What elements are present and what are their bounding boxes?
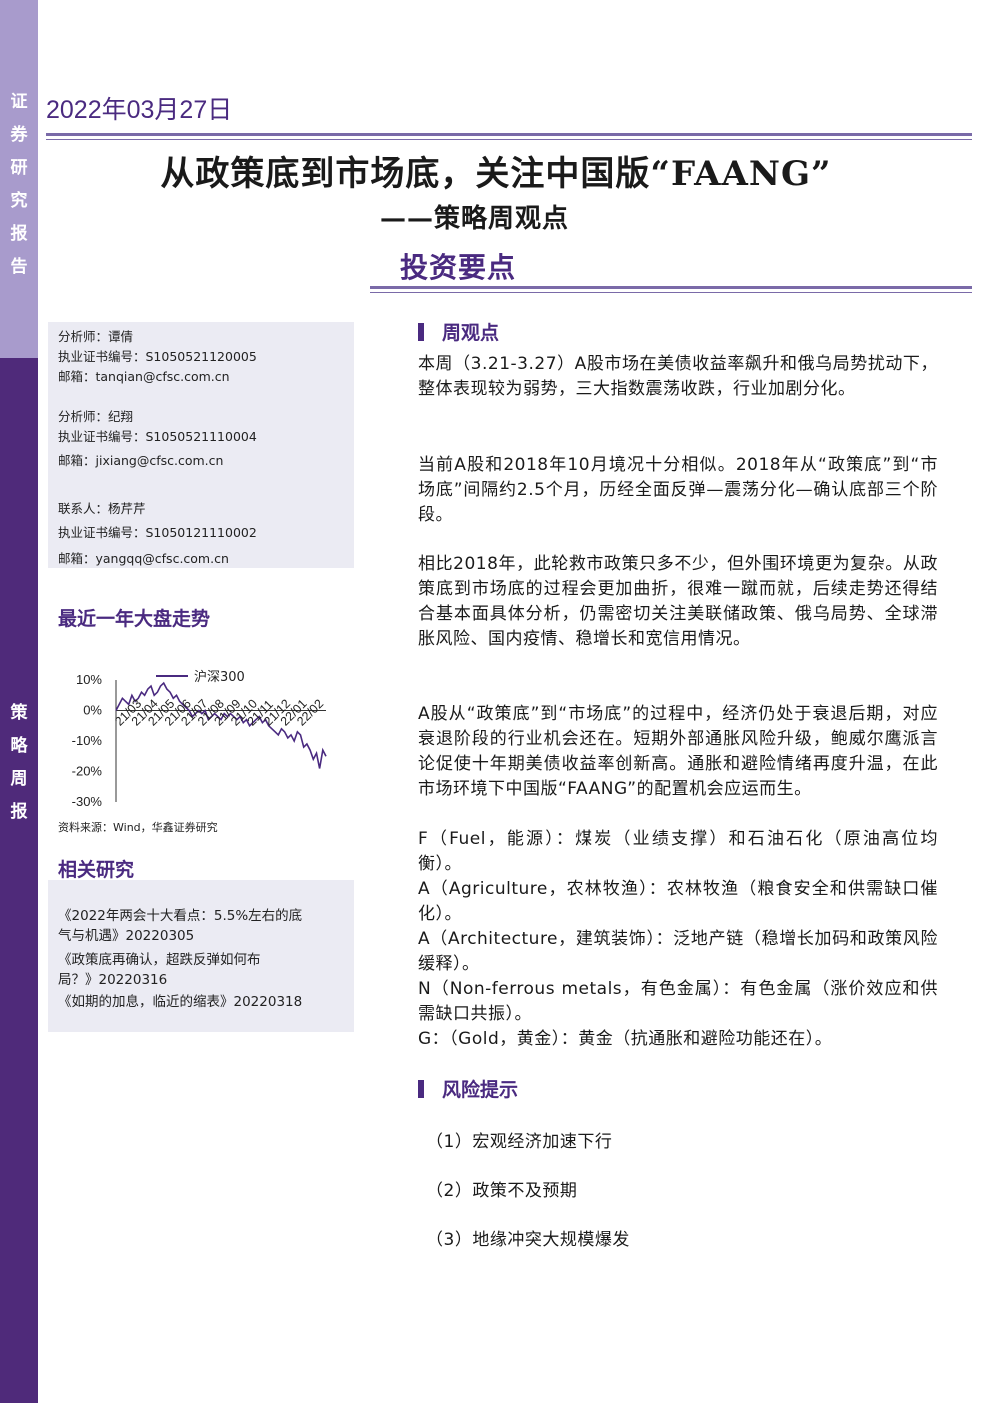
paragraph: 相比2018年，此轮救市政策只多不少，但外围环境更为复杂。从政策底到市场底的过程… — [418, 554, 938, 649]
risk-item: （2）政策不及预期 — [426, 1181, 578, 1201]
sidebar-char: 研 — [10, 158, 28, 178]
report-title: 从政策底到市场底，关注中国版“FAANG” — [160, 154, 832, 194]
related-item[interactable]: 《如期的加息，临近的缩表》20220318 — [58, 994, 303, 1010]
contact-cert: 执业证书编号：S1050121110002 — [58, 525, 257, 540]
sidebar-top-band — [0, 0, 38, 358]
sidebar-char: 报 — [10, 802, 28, 822]
y-tick-label: -20% — [72, 764, 103, 779]
related-research-box: 《2022年两会十大看点：5.5%左右的底 气与机遇》20220305 《政策底… — [48, 880, 354, 1032]
report-date: 2022年03月27日 — [46, 96, 233, 124]
section-rule — [370, 286, 972, 289]
related-item[interactable]: 《2022年两会十大看点：5.5%左右的底 — [58, 908, 303, 924]
heading-bar — [418, 1080, 424, 1098]
market-trend-heading: 最近一年大盘走势 — [58, 608, 211, 630]
related-research-heading: 相关研究 — [58, 859, 135, 881]
section-rule-thin — [370, 292, 972, 293]
risk-heading-text: 风险提示 — [442, 1079, 519, 1101]
risk-heading: 风险提示 — [418, 1075, 518, 1102]
analyst-info-box: 分析师：谭倩 执业证书编号：S1050521120005 邮箱：tanqian@… — [48, 322, 354, 568]
paragraph: N（Non-ferrous metals，有色金属）：有色金属（涨价效应和供需缺… — [418, 979, 938, 1024]
report-subtitle: ——策略周观点 — [380, 204, 570, 234]
risk-item: （3）地缘冲突大规模爆发 — [426, 1230, 630, 1250]
sidebar-bottom-band — [0, 358, 38, 1403]
paragraph: 当前A股和2018年10月境况十分相似。2018年从“政策底”到“市场底”间隔约… — [418, 455, 938, 525]
section-heading: 投资要点 — [400, 251, 517, 284]
sidebar-char: 策 — [10, 703, 28, 723]
sidebar-char: 券 — [10, 125, 28, 145]
y-tick-label: -10% — [72, 733, 103, 748]
series-line-hs300 — [115, 681, 327, 769]
sidebar-char: 究 — [10, 191, 28, 211]
weekly-view-heading-text: 周观点 — [442, 322, 500, 344]
y-tick-label: 10% — [76, 672, 102, 687]
analyst-email: 邮箱：tanqian@cfsc.com.cn — [58, 369, 230, 384]
legend-label: 沪深300 — [194, 669, 245, 685]
risk-item: （1）宏观经济加速下行 — [426, 1132, 613, 1152]
related-item[interactable]: 局？》20220316 — [58, 972, 168, 988]
paragraph: A（Architecture，建筑装饰）：泛地产链（稳增长加码和政策风险缓释）。 — [418, 929, 938, 974]
sidebar-char: 周 — [10, 769, 28, 789]
related-item[interactable]: 气与机遇》20220305 — [58, 928, 195, 944]
analyst-cert: 执业证书编号：S1050521110004 — [58, 429, 257, 444]
y-tick-label: 0% — [83, 703, 102, 718]
analyst-email: 邮箱：jixiang@cfsc.com.cn — [58, 453, 224, 468]
sidebar-char: 证 — [10, 92, 28, 112]
header-rule-thin — [46, 139, 972, 140]
sidebar-weekly-label: 策 略 周 报 — [0, 697, 38, 829]
contact-email: 邮箱：yangqq@cfsc.com.cn — [58, 551, 229, 566]
sidebar-char: 略 — [10, 736, 28, 756]
paragraph: F（Fuel，能源）：煤炭（业绩支撑）和石油石化（原油高位均衡）。 — [418, 829, 938, 874]
related-item[interactable]: 《政策底再确认，超跌反弹如何布 — [58, 952, 261, 968]
analyst-name: 分析师：谭倩 — [58, 329, 134, 344]
paragraph: A股从“政策底”到“市场底”的过程中，经济仍处于衰退后期，对应衰退阶段的行业机会… — [418, 704, 938, 799]
header-rule — [46, 133, 972, 136]
contact-name: 联系人：杨芹芹 — [58, 501, 146, 516]
sidebar-report-label: 证 券 研 究 报 告 — [0, 86, 38, 284]
weekly-view-heading: 周观点 — [418, 318, 499, 345]
sidebar-char: 报 — [10, 224, 28, 244]
sidebar-char: 告 — [10, 257, 28, 277]
heading-bar — [418, 323, 424, 341]
paragraph: A（Agriculture，农林牧渔）：农林牧渔（粮食安全和供需缺口催化）。 — [418, 879, 938, 924]
paragraph: 本周（3.21-3.27）A股市场在美债收益率飙升和俄乌局势扰动下，整体表现较为… — [418, 354, 938, 399]
market-line-chart: 10%0%-10%-20%-30%沪深30021/0321/0421/0521/… — [72, 669, 327, 809]
analyst-cert: 执业证书编号：S1050521120005 — [58, 349, 257, 364]
analyst-name: 分析师：纪翔 — [58, 409, 134, 424]
paragraph: G：（Gold，黄金）：黄金（抗通胀和避险功能还在）。 — [418, 1029, 833, 1049]
y-tick-label: -30% — [72, 794, 103, 809]
chart-source: 资料来源：Wind，华鑫证券研究 — [58, 821, 218, 834]
